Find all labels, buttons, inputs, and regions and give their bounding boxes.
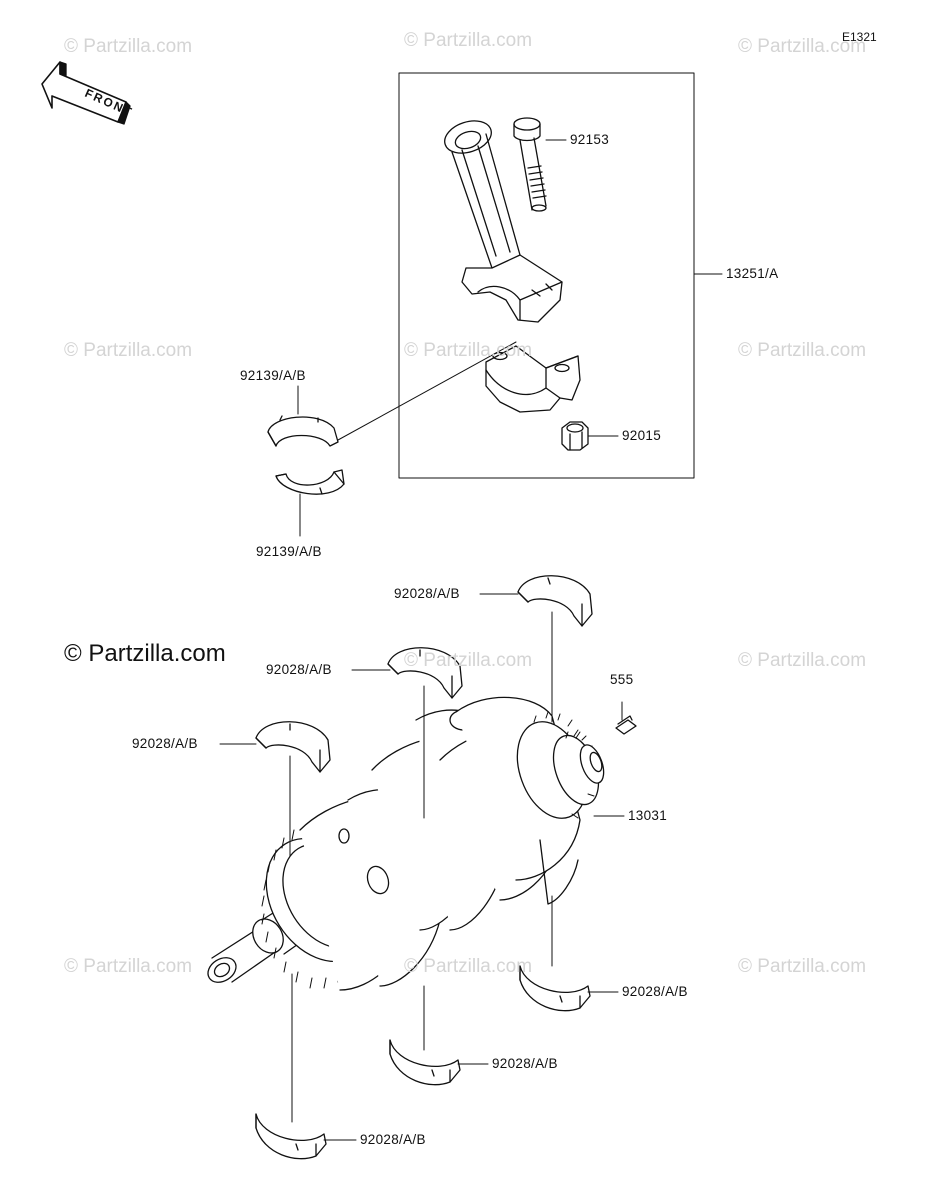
pin-555 (615, 715, 637, 735)
diagram-code: E1321 (842, 30, 877, 44)
conrod-bearing-upper (267, 415, 339, 447)
part-label-13031[interactable]: 13031 (628, 808, 668, 823)
conrod-bearing-lower (275, 469, 345, 495)
watermark: © Partzilla.com (64, 956, 193, 977)
bolt-92153 (513, 117, 547, 212)
watermark: © Partzilla.com (738, 36, 867, 57)
watermark: © Partzilla.com (64, 340, 193, 361)
main-bearing-2 (387, 647, 463, 699)
part-label-92139-bottom[interactable]: 92139/A/B (256, 544, 322, 559)
watermark: © Partzilla.com (64, 36, 193, 57)
part-label-92028-1[interactable]: 92028/A/B (394, 586, 460, 601)
main-bearing-3 (255, 721, 331, 773)
watermark: © Partzilla.com (404, 30, 533, 51)
part-label-555[interactable]: 555 (610, 672, 634, 687)
part-label-92015[interactable]: 92015 (622, 428, 662, 443)
crankshaft (207, 696, 605, 991)
part-label-92028-6[interactable]: 92028/A/B (360, 1132, 426, 1147)
watermark-main: © Partzilla.com (64, 640, 226, 667)
main-bearing-6 (255, 1113, 327, 1160)
watermark: © Partzilla.com (738, 650, 867, 671)
nut-92015 (561, 421, 589, 451)
watermark: © Partzilla.com (404, 650, 533, 671)
part-label-92028-5[interactable]: 92028/A/B (492, 1056, 558, 1071)
part-label-92153[interactable]: 92153 (570, 132, 610, 147)
watermark: © Partzilla.com (404, 340, 533, 361)
front-arrow-icon (41, 61, 131, 125)
leader-lines (219, 139, 723, 1141)
part-label-13251[interactable]: 13251/A (726, 266, 779, 281)
conrod-cap (485, 345, 581, 413)
main-bearing-5 (389, 1039, 461, 1086)
main-bearing-4 (519, 965, 591, 1012)
part-label-92028-4[interactable]: 92028/A/B (622, 984, 688, 999)
part-label-92139-top[interactable]: 92139/A/B (240, 368, 306, 383)
main-bearing-1 (517, 575, 593, 627)
connecting-rod (444, 120, 563, 323)
part-label-92028-2[interactable]: 92028/A/B (266, 662, 332, 677)
watermark: © Partzilla.com (738, 956, 867, 977)
conrod-assembly-box (398, 72, 695, 479)
watermark: © Partzilla.com (738, 340, 867, 361)
watermark: © Partzilla.com (404, 956, 533, 977)
part-label-92028-3[interactable]: 92028/A/B (132, 736, 198, 751)
